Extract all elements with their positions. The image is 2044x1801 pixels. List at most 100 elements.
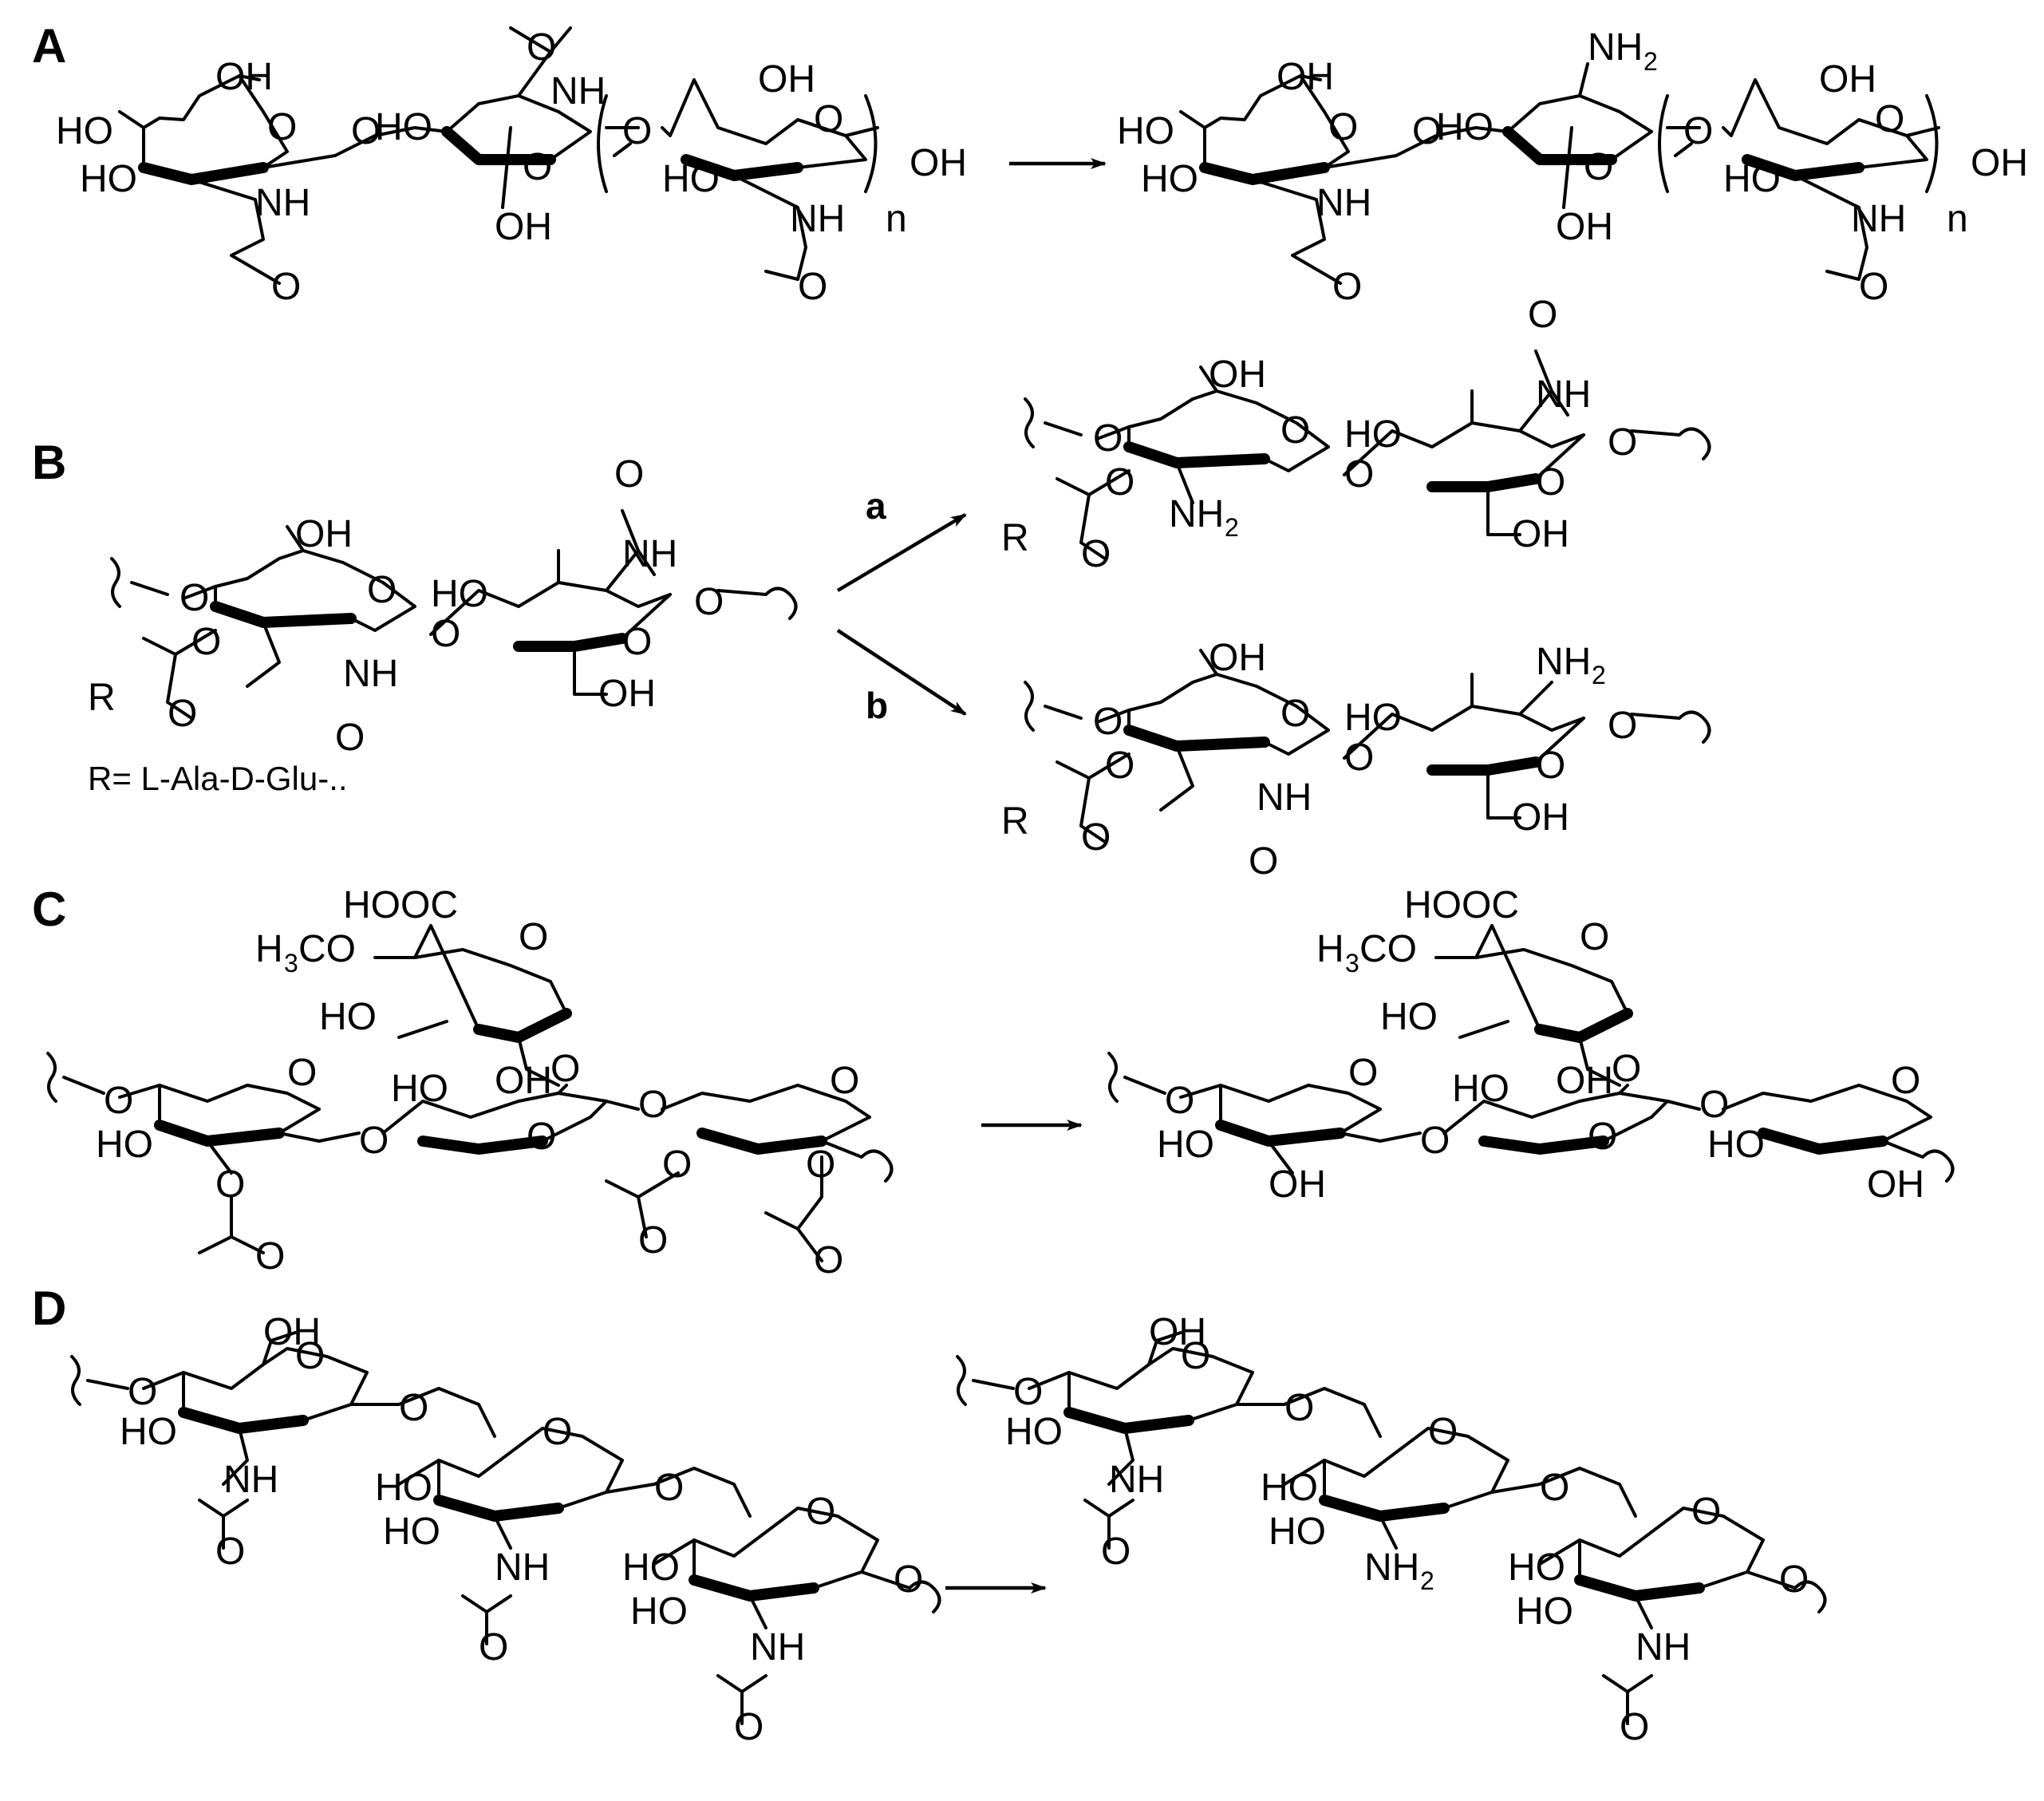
bond xyxy=(1028,1347,1254,1390)
atom-label: O xyxy=(1540,1467,1569,1509)
atom-label: O xyxy=(527,26,556,69)
atom-label: O xyxy=(1328,106,1358,148)
atom-label: O xyxy=(215,1163,245,1206)
atom-label: NH xyxy=(750,1626,805,1669)
bond xyxy=(1024,681,1083,732)
atom-label: O xyxy=(814,1239,843,1282)
atom-label: NH xyxy=(1316,182,1371,224)
atom-label: HO xyxy=(630,1590,688,1633)
bond xyxy=(1095,673,1330,732)
bond xyxy=(142,74,289,169)
atom-label: OH xyxy=(1512,796,1569,839)
atom-label: O xyxy=(1013,1371,1043,1413)
bond xyxy=(373,956,560,1087)
panel-label-a: A xyxy=(32,19,66,73)
bond xyxy=(1758,1128,1888,1155)
atom-label: O xyxy=(271,266,301,308)
bond xyxy=(190,178,281,285)
atom-label: O xyxy=(1528,294,1557,336)
atom-label: O xyxy=(1536,461,1565,504)
bond xyxy=(433,1495,564,1522)
bond xyxy=(1490,1467,1637,1518)
atom-label: HO xyxy=(1141,158,1198,200)
atom-label: NH xyxy=(1588,26,1643,69)
atom-label: 3 xyxy=(284,949,298,978)
atom-label: O xyxy=(1105,461,1134,504)
atom-label: OH xyxy=(1819,58,1876,101)
atom-label: O xyxy=(1620,1706,1649,1748)
r-group-definition: R= L-Ala-D-Glu-.. xyxy=(88,760,348,797)
atom-label: O xyxy=(814,98,843,140)
bond xyxy=(1319,1495,1450,1522)
bond xyxy=(1215,1120,1346,1147)
atom-label: O xyxy=(1165,1080,1194,1122)
atom-label: O xyxy=(1683,110,1713,152)
bond xyxy=(1578,1538,1827,1725)
atom-label: O xyxy=(1093,701,1123,743)
bond xyxy=(142,1347,369,1390)
atom-label: O xyxy=(519,916,548,958)
atom-label: O xyxy=(694,581,724,623)
atom-label: O xyxy=(1332,266,1362,308)
bond xyxy=(1793,118,1928,281)
panel-label-b: B xyxy=(32,436,66,489)
atom-label: OH xyxy=(1867,1163,1924,1206)
pnag-substrate: OH O O HO NH O O HO O HO NH O O HO O HO … xyxy=(70,1311,941,1748)
atom-label: 3 xyxy=(1345,949,1359,978)
atom-label: NH xyxy=(223,1459,278,1501)
product-pathway-b: OH O O O R O NH O O HO NH 2 O OH O xyxy=(1001,637,1711,883)
bond xyxy=(689,1574,819,1602)
atom-label: O xyxy=(830,1060,859,1102)
atom-label: O xyxy=(622,621,652,663)
bond xyxy=(1630,710,1711,744)
bond xyxy=(1199,162,1330,185)
atom-label: O xyxy=(654,1467,684,1509)
bond xyxy=(557,509,672,696)
bond xyxy=(605,1171,680,1238)
atom-label: O xyxy=(180,577,209,619)
atom-label: O xyxy=(191,621,221,663)
bond xyxy=(1630,427,1711,460)
atom-label: O xyxy=(1348,1052,1378,1094)
atom-label: O xyxy=(1584,146,1613,188)
atom-label: O xyxy=(1588,1116,1617,1158)
deacetylated-xylan-product: HOOC H 3 CO O HO OH O O O HO O OH HO O O xyxy=(1107,884,1955,1206)
atom-label: HO xyxy=(319,996,377,1038)
atom-label: O xyxy=(1536,744,1565,787)
atom-label: O xyxy=(806,1491,835,1533)
atom-label: HO xyxy=(1508,1546,1565,1589)
atom-label: O xyxy=(1249,840,1278,883)
atom-label: O xyxy=(523,146,552,188)
bond xyxy=(1562,62,1701,209)
atom-label: O xyxy=(806,1143,835,1186)
atom-label: O xyxy=(128,1371,157,1413)
atom-label: HO xyxy=(1436,106,1494,148)
bond xyxy=(820,1116,894,1183)
panel-label-c: C xyxy=(32,883,66,936)
atom-label: NH xyxy=(1851,198,1906,240)
atom-label: HO xyxy=(1157,1124,1214,1166)
bond xyxy=(417,1135,548,1155)
atom-label: O xyxy=(614,453,644,496)
bond xyxy=(182,1331,369,1550)
atom-label: 2 xyxy=(1592,661,1606,689)
atom-label: NH xyxy=(1536,373,1591,416)
bond xyxy=(1658,94,1939,193)
bond xyxy=(1538,1507,1765,1566)
bond xyxy=(1881,1116,1955,1183)
bond xyxy=(605,1467,752,1518)
atom-label: HO xyxy=(375,106,432,148)
atom-label: O xyxy=(638,1219,668,1262)
bond xyxy=(1107,1052,1166,1103)
atom-label: O xyxy=(335,717,365,759)
bond xyxy=(154,1120,285,1147)
atom-label: O xyxy=(662,1143,692,1186)
atom-label: HOOC xyxy=(343,884,458,926)
atom-label: O xyxy=(1280,409,1310,452)
bond xyxy=(158,1084,361,1175)
atom-label: CO xyxy=(1359,928,1417,970)
atom-label: HO xyxy=(1380,996,1438,1038)
atom-label: O xyxy=(295,1335,325,1377)
bond xyxy=(198,1195,265,1254)
bond xyxy=(1235,1387,1382,1438)
